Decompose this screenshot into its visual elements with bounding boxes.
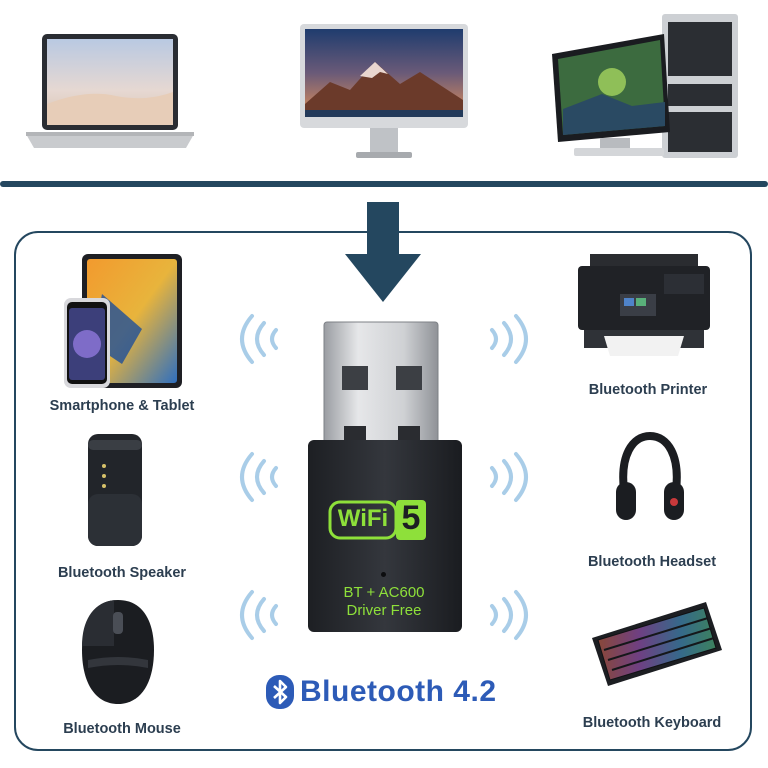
adapter-spec-line2: Driver Free bbox=[346, 602, 422, 619]
wifi-logo-word: WiFi bbox=[337, 505, 389, 532]
device-label-speaker: Bluetooth Speaker bbox=[57, 565, 187, 581]
down-arrow-icon bbox=[345, 202, 421, 302]
desktop-pc-image bbox=[552, 14, 738, 158]
usb-adapter-image bbox=[308, 321, 462, 632]
bluetooth-version-title: Bluetooth 4.2 bbox=[266, 672, 497, 712]
compatibility-panel bbox=[14, 231, 752, 751]
adapter-led bbox=[381, 572, 386, 577]
device-label-mouse: Bluetooth Mouse bbox=[63, 721, 181, 737]
device-label-printer: Bluetooth Printer bbox=[588, 382, 708, 398]
signal-waves-right-bottom-icon bbox=[490, 590, 528, 640]
headset-icon bbox=[616, 431, 684, 520]
printer-icon bbox=[578, 254, 710, 356]
signal-waves-left-mid-icon bbox=[240, 452, 278, 502]
wifi-logo-number: 5 bbox=[401, 499, 421, 537]
signal-waves-left-bottom-icon bbox=[240, 590, 278, 640]
wifi-logo bbox=[328, 500, 426, 540]
device-label-headset: Bluetooth Headset bbox=[587, 554, 717, 570]
section-divider bbox=[0, 181, 768, 187]
signal-waves-right-mid-icon bbox=[490, 452, 528, 502]
tablet-phone-icon bbox=[64, 254, 182, 388]
device-label-smartphone-tablet: Smartphone & Tablet bbox=[49, 398, 195, 414]
device-label-keyboard: Bluetooth Keyboard bbox=[582, 715, 722, 731]
adapter-spec-line1: BT + AC600 bbox=[343, 584, 425, 601]
speaker-icon bbox=[88, 434, 142, 546]
bluetooth-version-text: Bluetooth 4.2 bbox=[300, 675, 497, 708]
laptop-image bbox=[26, 34, 194, 148]
mouse-icon bbox=[82, 600, 154, 704]
signal-waves-left-top-icon bbox=[240, 314, 278, 364]
imac-image bbox=[300, 24, 468, 158]
signal-waves-right-top-icon bbox=[490, 314, 528, 364]
keyboard-icon bbox=[592, 602, 722, 686]
bluetooth-icon bbox=[266, 675, 294, 709]
